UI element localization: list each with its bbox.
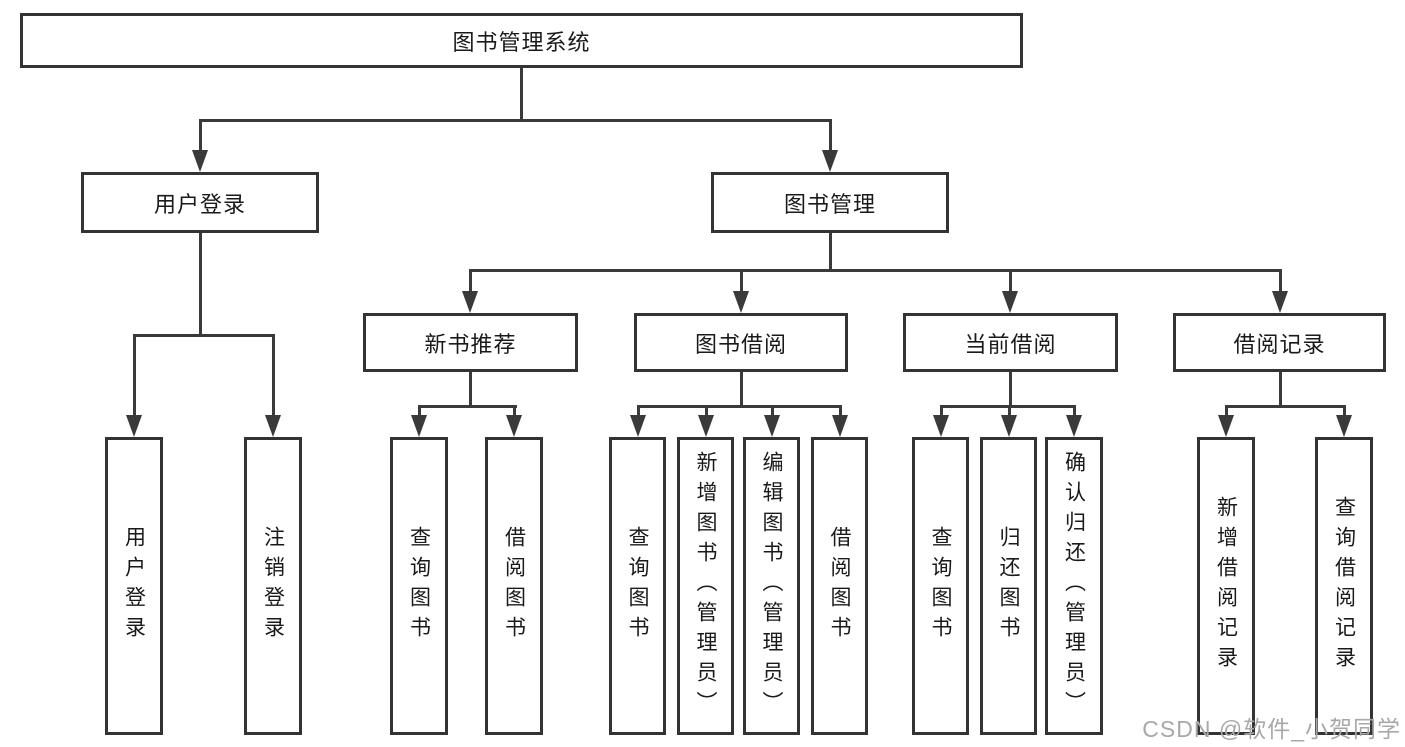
connector-line bbox=[417, 404, 517, 408]
connector-line bbox=[739, 372, 743, 407]
arrowhead-icon bbox=[506, 415, 522, 437]
arrowhead-icon bbox=[1218, 415, 1234, 437]
leaf-borrow-book-recommend: 借阅图书 bbox=[485, 437, 543, 735]
node-root: 图书管理系统 bbox=[20, 13, 1023, 68]
leaf-return-book: 归还图书 bbox=[980, 437, 1037, 735]
node-user-login: 用户登录 bbox=[81, 172, 319, 233]
leaf-query-book-recommend: 查询图书 bbox=[390, 437, 448, 735]
connector-line bbox=[770, 406, 774, 417]
connector-line bbox=[636, 404, 842, 408]
connector-line bbox=[828, 233, 832, 271]
arrowhead-icon bbox=[265, 415, 281, 437]
connector-line bbox=[828, 120, 832, 152]
connector-line bbox=[1007, 406, 1011, 417]
connector-line bbox=[1072, 406, 1076, 417]
connector-line bbox=[198, 120, 202, 152]
arrowhead-icon bbox=[1272, 291, 1288, 313]
arrowhead-icon bbox=[1001, 415, 1017, 437]
arrowhead-icon bbox=[1066, 415, 1082, 437]
arrowhead-icon bbox=[822, 150, 838, 172]
arrowhead-icon bbox=[192, 150, 208, 172]
connector-line bbox=[1224, 406, 1228, 417]
arrowhead-icon bbox=[462, 291, 478, 313]
connector-line bbox=[1224, 404, 1346, 408]
arrowhead-icon bbox=[733, 291, 749, 313]
connector-line bbox=[1278, 372, 1282, 407]
leaf-query-book-current: 查询图书 bbox=[912, 437, 969, 735]
arrowhead-icon bbox=[1002, 291, 1018, 313]
node-borrowing-records: 借阅记录 bbox=[1173, 313, 1386, 372]
leaf-confirm-return-admin: 确认归还（管理员） bbox=[1045, 437, 1103, 735]
connector-line bbox=[704, 406, 708, 417]
arrowhead-icon bbox=[698, 415, 714, 437]
connector-line bbox=[271, 335, 275, 417]
node-book-borrowing: 图书借阅 bbox=[634, 313, 848, 372]
connector-line bbox=[1278, 270, 1282, 293]
connector-line bbox=[468, 372, 472, 407]
connector-line bbox=[739, 270, 743, 293]
leaf-edit-book-admin: 编辑图书（管理员） bbox=[743, 437, 800, 735]
connector-line bbox=[417, 406, 421, 417]
leaf-add-borrow-record: 新增借阅记录 bbox=[1197, 437, 1255, 735]
connector-line bbox=[1008, 372, 1012, 407]
arrowhead-icon bbox=[411, 415, 427, 437]
leaf-query-borrow-record: 查询借阅记录 bbox=[1315, 437, 1373, 735]
connector-line bbox=[198, 118, 832, 122]
connector-line bbox=[636, 406, 640, 417]
connector-line bbox=[132, 335, 136, 417]
leaf-logout: 注销登录 bbox=[244, 437, 302, 735]
connector-line bbox=[512, 406, 516, 417]
connector-line bbox=[198, 233, 202, 336]
connector-line bbox=[1008, 270, 1012, 293]
leaf-query-book-borrowing: 查询图书 bbox=[609, 437, 666, 735]
arrowhead-icon bbox=[832, 415, 848, 437]
connector-line bbox=[838, 406, 842, 417]
connector-line bbox=[468, 270, 472, 293]
leaf-borrow-book-borrowing: 借阅图书 bbox=[811, 437, 868, 735]
arrowhead-icon bbox=[1336, 415, 1352, 437]
node-book-management: 图书管理 bbox=[711, 172, 949, 233]
arrowhead-icon bbox=[764, 415, 780, 437]
arrowhead-icon bbox=[630, 415, 646, 437]
connector-line bbox=[468, 268, 1282, 272]
connector-line bbox=[132, 333, 275, 337]
watermark: CSDN @软件_小贺同学 bbox=[1142, 716, 1401, 742]
node-current-borrowing: 当前借阅 bbox=[903, 313, 1118, 372]
connector-line bbox=[939, 406, 943, 417]
connector-line bbox=[1342, 406, 1346, 417]
leaf-add-book-admin: 新增图书（管理员） bbox=[677, 437, 734, 735]
connector-line bbox=[519, 68, 523, 120]
arrowhead-icon bbox=[933, 415, 949, 437]
leaf-user-login: 用户登录 bbox=[105, 437, 163, 735]
node-new-book-recommendation: 新书推荐 bbox=[363, 313, 578, 372]
arrowhead-icon bbox=[126, 415, 142, 437]
